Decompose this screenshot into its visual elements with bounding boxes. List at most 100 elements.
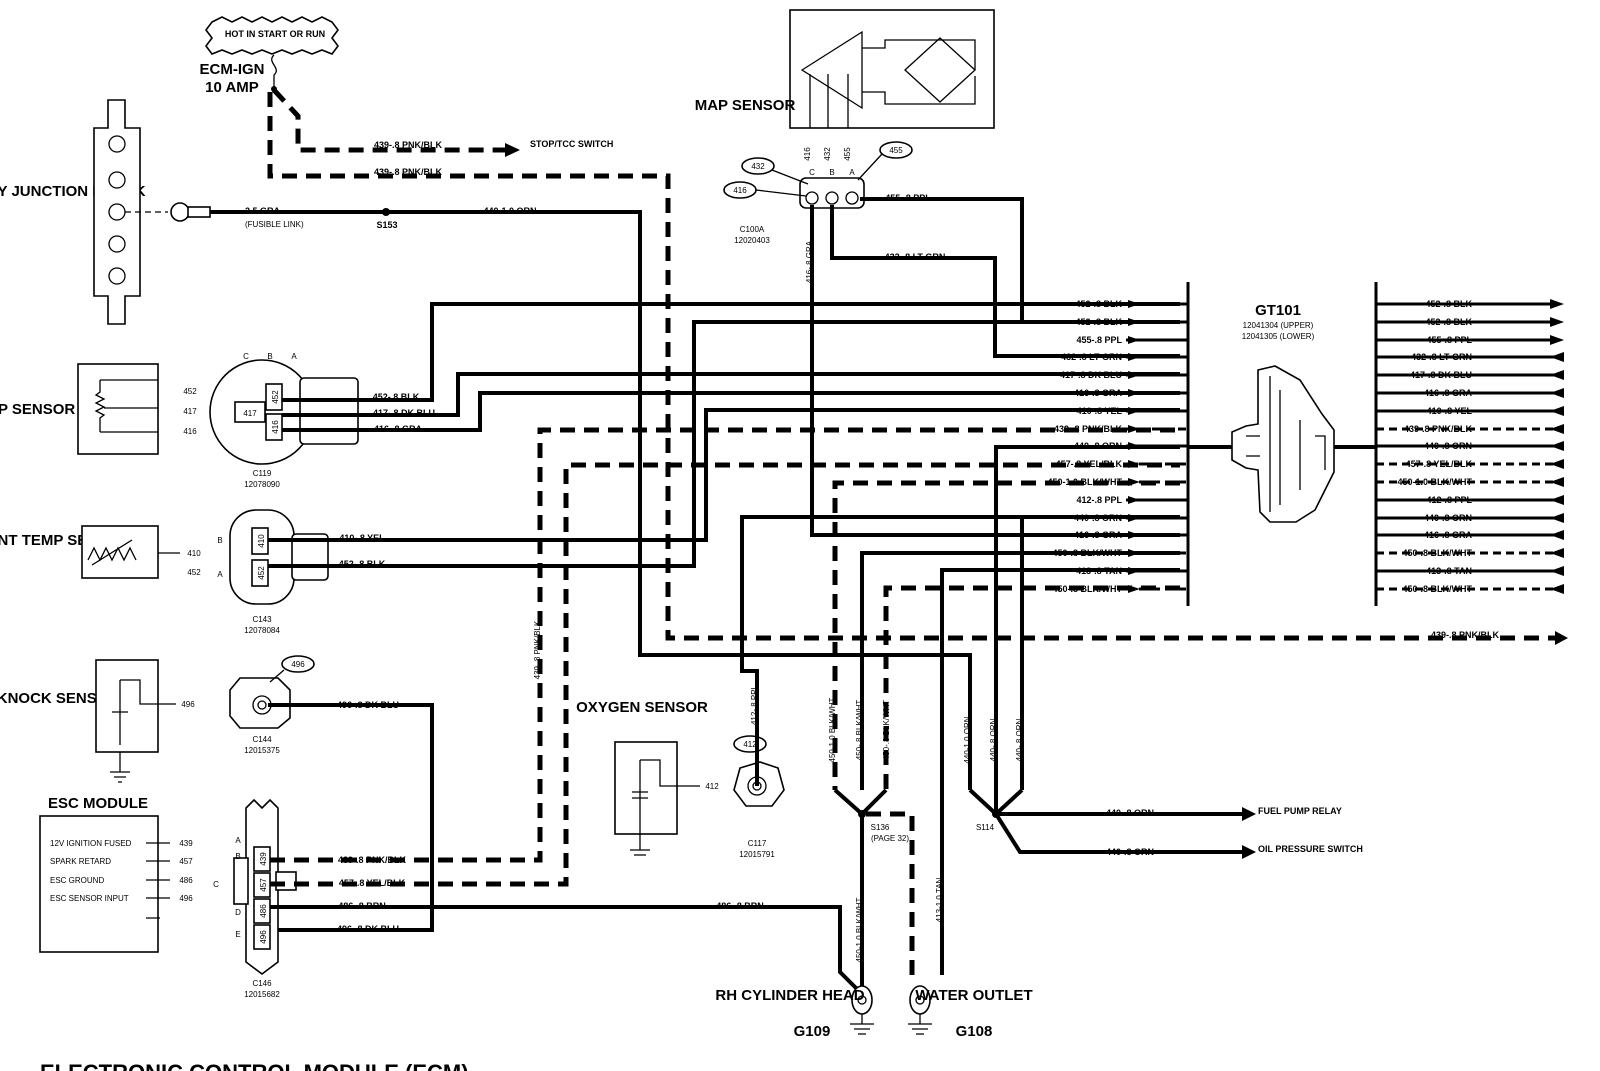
harness-right-arrow-12 (1550, 513, 1564, 523)
svg-text:C119: C119 (253, 469, 272, 478)
dest-oil-pressure-switch: OIL PRESSURE SWITCH (1258, 844, 1363, 854)
fuse-name: ECM-IGN (200, 61, 265, 78)
svg-text:416: 416 (271, 420, 280, 434)
wire-417 (282, 372, 1180, 417)
harness-left-label-7: 439-.8 PNK/BLK (1054, 424, 1123, 434)
svg-text:C144: C144 (252, 735, 272, 744)
harness-left-arrow-2 (1128, 336, 1140, 344)
svg-text:SPARK RETARD: SPARK RETARD (50, 857, 111, 866)
svg-text:457: 457 (179, 857, 193, 866)
svg-text:452: 452 (271, 390, 280, 404)
harness-left-arrow-5 (1128, 389, 1140, 397)
harness-left-label-14: 450-.8 BLK/WHT (1052, 548, 1122, 558)
svg-text:439-.8 PNK/BLK: 439-.8 PNK/BLK (374, 167, 443, 177)
harness-right-label-12: 440-.8 ORN (1424, 513, 1472, 523)
harness-left-arrow-11 (1128, 496, 1140, 504)
harness-right-label-14: 450-.8 BLK/WHT (1402, 548, 1472, 558)
harness-left-arrow-16 (1128, 585, 1140, 593)
harness-left-label-0: 452-.8 BLK (1075, 299, 1122, 309)
svg-text:B: B (267, 352, 272, 361)
svg-text:416: 416 (733, 186, 747, 195)
svg-text:12020403: 12020403 (734, 236, 770, 245)
svg-text:B: B (235, 852, 240, 861)
harness-left-arrow-10 (1128, 478, 1140, 486)
harness-left-label-10: 450-1.0 BLK/WHT (1047, 477, 1122, 487)
harness-right-arrow-16 (1550, 584, 1564, 594)
svg-text:455: 455 (889, 146, 903, 155)
svg-text:C117: C117 (748, 839, 767, 848)
svg-text:486: 486 (259, 904, 268, 918)
svg-text:440-.8 ORN: 440-.8 ORN (1015, 718, 1024, 761)
ground-g109: RH CYLINDER HEAD G109 (715, 985, 874, 1040)
svg-text:410: 410 (187, 549, 201, 558)
harness-right-label-16: 450-.8 BLK/WHT (1402, 584, 1472, 594)
footer-title: ELECTRONIC CONTROL MODULE (ECM) (40, 1060, 469, 1071)
wire-416-tp (282, 391, 1180, 432)
battery-junction-block: BATTERY JUNCTION BLOCK (0, 99, 146, 325)
harness-right-label-7: 439-.8 PNK/BLK (1404, 424, 1473, 434)
svg-text:457-.8 YEL/BLK: 457-.8 YEL/BLK (339, 878, 406, 888)
wire-439-main (267, 92, 1555, 641)
harness-left-arrow-14 (1128, 549, 1140, 557)
wire-455 (860, 197, 1180, 324)
harness-left-arrow-7 (1128, 425, 1140, 433)
svg-text:432: 432 (751, 162, 765, 171)
harness-right-label-10: 450-1.0 BLK/WHT (1397, 477, 1472, 487)
harness-right-arrow-9 (1550, 459, 1564, 469)
wire-416-map (810, 205, 1180, 537)
svg-text:496: 496 (259, 930, 268, 944)
svg-text:412-.8 PPL: 412-.8 PPL (750, 684, 759, 725)
harness-left-label-4: 417-.8 DK BLU (1060, 370, 1122, 380)
wire-s136-branch (866, 811, 915, 975)
svg-text:452-.8 BLK: 452-.8 BLK (339, 559, 386, 569)
svg-text:412: 412 (743, 740, 757, 749)
svg-text:12015682: 12015682 (244, 990, 280, 999)
svg-text:440-1.0 ORN: 440-1.0 ORN (483, 206, 536, 216)
harness-left-arrow-15 (1128, 567, 1140, 575)
wire-440-a (994, 445, 1180, 790)
svg-text:412: 412 (705, 782, 719, 791)
svg-text:416: 416 (803, 147, 812, 161)
svg-text:486: 486 (179, 876, 193, 885)
harness-left-arrow-1 (1128, 318, 1140, 326)
harness-right-label-0: 452-.8 BLK (1425, 299, 1472, 309)
harness-left-label-5: 416-.8 GRA (1074, 388, 1123, 398)
harness-right-label-3: 432-.8 LT GRN (1411, 352, 1472, 362)
harness-right-arrow-13 (1550, 530, 1564, 540)
harness-right-arrow-2 (1550, 335, 1564, 345)
svg-text:440-.8 ORN: 440-.8 ORN (989, 718, 998, 761)
esc-module-label: ESC MODULE (48, 795, 148, 812)
harness-left-arrow-0 (1128, 300, 1140, 308)
svg-text:455-.8 PPL: 455-.8 PPL (885, 193, 931, 203)
harness-right-arrow-3 (1550, 352, 1564, 362)
oxygen-sensor-label: OXYGEN SENSOR (576, 699, 708, 716)
svg-text:416: 416 (183, 427, 197, 436)
svg-text:432-.8 LT GRN: 432-.8 LT GRN (885, 252, 946, 262)
svg-text:450-1.0 BLK/WHT: 450-1.0 BLK/WHT (828, 697, 837, 762)
harness-left-arrow-3 (1128, 353, 1140, 361)
connector-c119: 417 452 416 C B A C119 12078090 (209, 352, 359, 489)
svg-text:450-1.0 BLK/WHT: 450-1.0 BLK/WHT (855, 897, 864, 962)
water-outlet-label: WATER OUTLET (915, 987, 1032, 1004)
harness-left-label-16: 450-.8 BLK/WHT (1052, 584, 1122, 594)
harness-right-arrow-15 (1550, 566, 1564, 576)
harness-left-label-3: 432-.8 LT GRN (1061, 352, 1122, 362)
svg-text:12078084: 12078084 (244, 626, 280, 635)
harness-right-label-8: 440-.8 ORN (1424, 441, 1472, 451)
harness-left-label-15: 413-.8 TAN (1076, 566, 1122, 576)
wire-450-8b (883, 585, 1180, 790)
splice-s153: S153 (376, 220, 397, 230)
svg-text:D: D (235, 908, 241, 917)
svg-text:439-.8 PNK/BLK: 439-.8 PNK/BLK (533, 620, 542, 679)
wire-452-ct (268, 320, 1020, 568)
svg-text:486-.8 BRN: 486-.8 BRN (338, 901, 386, 911)
connector-c144: 496 C144 12015375 (229, 655, 315, 755)
svg-text:496: 496 (291, 660, 305, 669)
harness-right-arrow-10 (1550, 477, 1564, 487)
svg-text:413-1.0 TAN: 413-1.0 TAN (935, 877, 944, 922)
harness-left-arrow-8 (1128, 442, 1140, 450)
svg-text:439-.8 PNK/BLK: 439-.8 PNK/BLK (338, 855, 407, 865)
svg-text:GT101: GT101 (1255, 302, 1301, 319)
harness-left-arrow-13 (1128, 531, 1140, 539)
